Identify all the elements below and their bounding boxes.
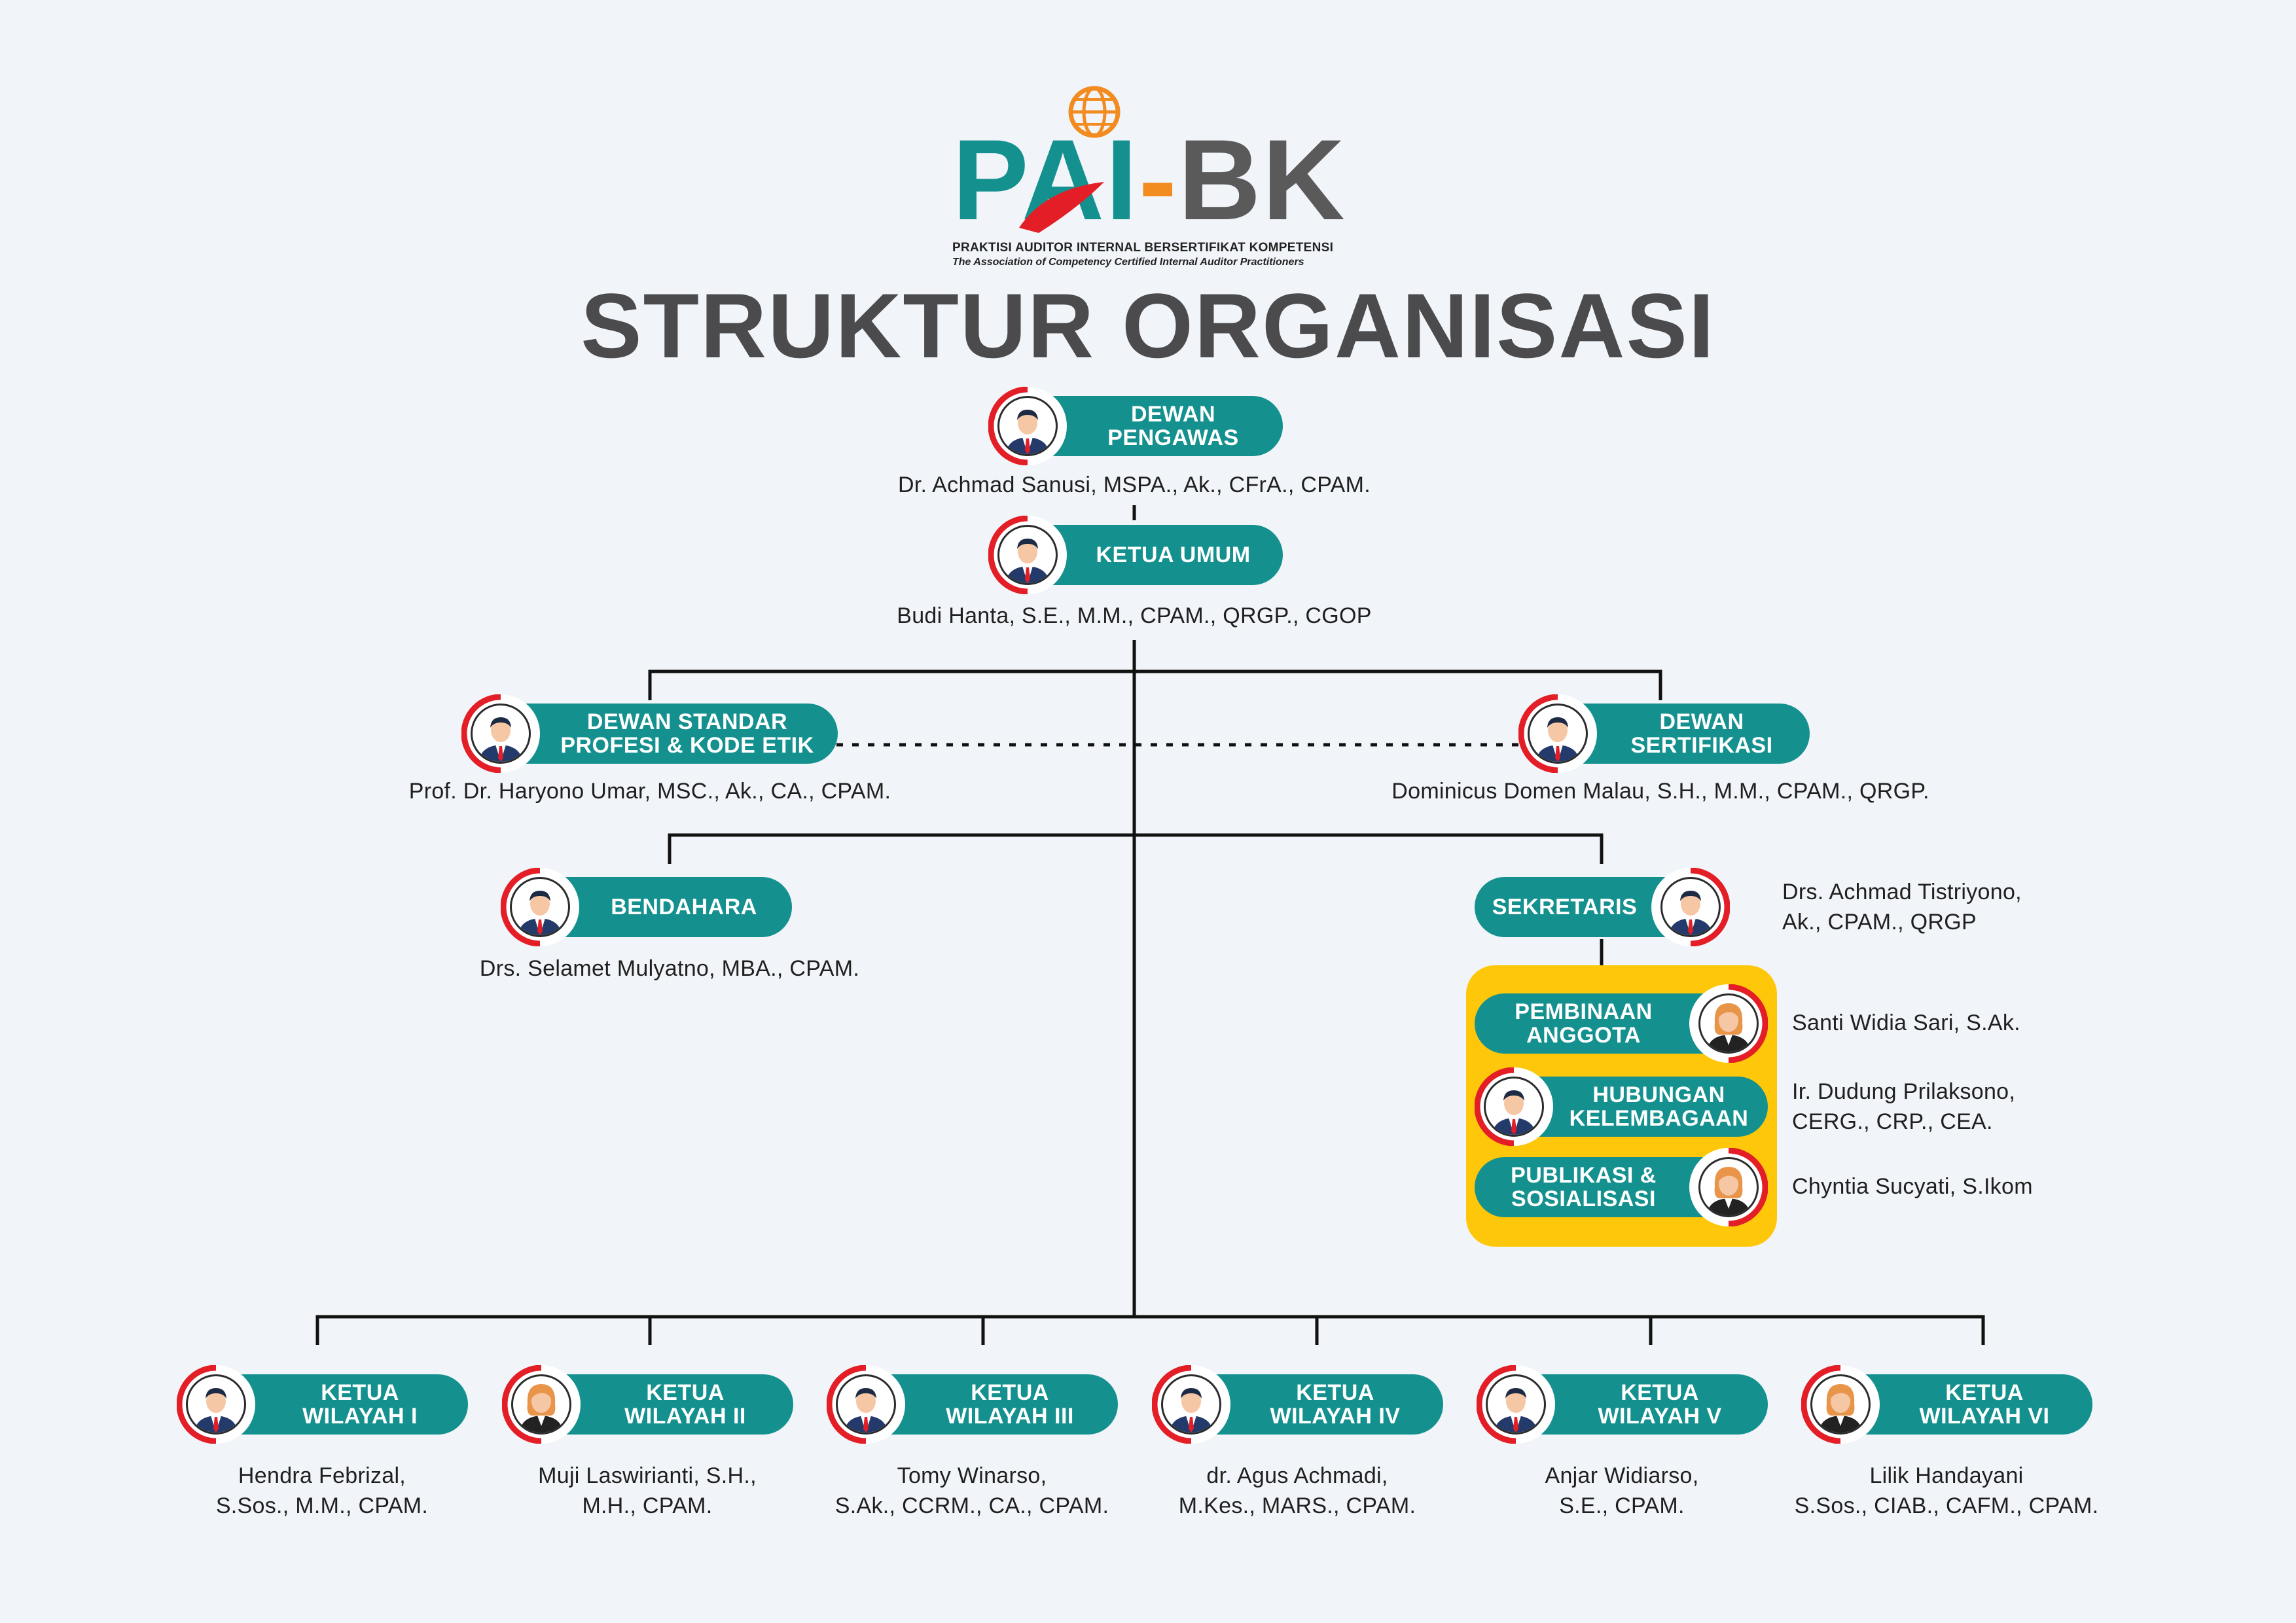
role-label: KETUA WILAYAH IV [1188,1374,1443,1435]
pai-bk-logo: PAI-BK PRAKTISI AUDITOR INTERNAL BERSERT… [952,77,1346,268]
org-node-wilayah-1: KETUA WILAYAH I [177,1365,468,1444]
org-node-ketua-umum: KETUA UMUM [988,516,1283,594]
female-avatar-icon [1698,993,1759,1054]
logo-subtitle-en: The Association of Competency Certified … [952,257,1304,268]
role-label: KETUA WILAYAH II [538,1374,793,1435]
person-name: Chyntia Sucyati, S.Ikom [1792,1174,2033,1199]
avatar [1689,984,1768,1063]
role-label: DEWAN SERTIFIKASI [1554,704,1810,764]
male-avatar-icon [1660,877,1721,937]
female-avatar-icon [511,1374,571,1435]
male-avatar-icon [471,704,531,764]
role-label: PUBLIKASI & SOSIALISASI [1475,1157,1732,1217]
avatar [1475,1067,1553,1146]
person-name: Ir. Dudung Prilaksono, CERG., CRP., CEA. [1792,1079,2016,1134]
logo-wordmark: PAI-BK [952,123,1346,238]
role-label: DEWAN PENGAWAS [1024,396,1283,456]
avatar [1518,694,1597,773]
person-name: dr. Agus Achmadi, M.Kes., MARS., CPAM. [1178,1463,1416,1518]
avatar [1477,1365,1555,1444]
org-node-bendahara: BENDAHARA [501,868,792,946]
male-avatar-icon [1161,1374,1221,1435]
avatar [461,694,540,773]
person-name: Lilik Handayani S.Sos., CIAB., CAFM., CP… [1794,1463,2099,1518]
male-avatar-icon [510,877,570,937]
avatar [502,1365,581,1444]
org-node-dewan-standar: DEWAN STANDAR PROFESI & KODE ETIK [461,694,838,773]
role-label: KETUA WILAYAH I [213,1374,468,1435]
org-node-wilayah-3: KETUA WILAYAH III [827,1365,1118,1444]
org-node-dewan-sertifikasi: DEWAN SERTIFIKASI [1518,694,1810,773]
person-name: Drs. Achmad Tistriyono, Ak., CPAM., QRGP [1782,880,2022,935]
avatar [1801,1365,1880,1444]
role-label: KETUA UMUM [1024,525,1283,585]
logo-subtitle-id: PRAKTISI AUDITOR INTERNAL BERSERTIFIKAT … [952,241,1334,255]
female-avatar-icon [1810,1374,1871,1435]
page-title: STRUKTUR ORGANISASI [581,274,1715,377]
male-avatar-icon [1528,704,1588,764]
role-label: PEMBINAAN ANGGOTA [1475,993,1732,1054]
person-name: Dr. Achmad Sanusi, MSPA., Ak., CFrA., CP… [897,473,1371,497]
avatar [1152,1365,1230,1444]
globe-icon [1068,86,1121,138]
role-label: DEWAN STANDAR PROFESI & KODE ETIK [497,704,838,764]
avatar [1651,868,1730,946]
role-label: BENDAHARA [537,877,792,937]
person-name: Budi Hanta, S.E., M.M., CPAM., QRGP., CG… [897,603,1372,628]
org-node-hubungan: HUBUNGAN KELEMBAGAAN [1475,1067,1768,1146]
person-name: Drs. Selamet Mulyatno, MBA., CPAM. [479,956,860,981]
role-label: KETUA WILAYAH III [863,1374,1118,1435]
avatar [177,1365,255,1444]
org-node-sekretaris: SEKRETARIS [1475,868,1730,946]
org-node-wilayah-2: KETUA WILAYAH II [502,1365,793,1444]
person-name: Tomy Winarso, S.Ak., CCRM., CA., CPAM. [834,1463,1109,1518]
person-name: Muji Laswirianti, S.H., M.H., CPAM. [538,1463,757,1518]
avatar [988,387,1067,465]
person-name: Anjar Widiarso, S.E., CPAM. [1545,1463,1699,1518]
person-name: Dominicus Domen Malau, S.H., M.M., CPAM.… [1391,779,1929,804]
male-avatar-icon [997,396,1058,456]
logo-bk: BK [1178,116,1346,244]
role-label: KETUA WILAYAH V [1513,1374,1768,1435]
male-avatar-icon [1486,1374,1546,1435]
male-avatar-icon [836,1374,896,1435]
org-node-wilayah-5: KETUA WILAYAH V [1477,1365,1768,1444]
org-node-wilayah-6: KETUA WILAYAH VI [1801,1365,2092,1444]
org-node-pembinaan: PEMBINAAN ANGGOTA [1475,984,1768,1063]
logo-dash: - [1138,116,1179,244]
avatar [827,1365,905,1444]
avatar [501,868,579,946]
avatar [988,516,1067,594]
org-node-dewan-pengawas: DEWAN PENGAWAS [988,387,1283,465]
role-label: KETUA WILAYAH VI [1837,1374,2092,1435]
org-node-publikasi: PUBLIKASI & SOSIALISASI [1475,1148,1768,1226]
person-name: Prof. Dr. Haryono Umar, MSC., Ak., CA., … [408,779,891,804]
female-avatar-icon [1698,1157,1759,1217]
person-name: Hendra Febrizal, S.Sos., M.M., CPAM. [215,1463,429,1518]
avatar [1689,1148,1768,1226]
red-swoosh-icon [1019,182,1104,233]
connector-bendahara-sekretaris [668,833,1604,864]
male-avatar-icon [1484,1077,1544,1137]
male-avatar-icon [997,525,1058,585]
male-avatar-icon [186,1374,246,1435]
connector-dewan-level [648,669,1662,700]
connector-wilayah-level [315,1315,1985,1345]
role-label: HUBUNGAN KELEMBAGAAN [1511,1077,1768,1137]
org-node-wilayah-4: KETUA WILAYAH IV [1152,1365,1443,1444]
person-name: Santi Widia Sari, S.Ak. [1792,1010,2020,1035]
